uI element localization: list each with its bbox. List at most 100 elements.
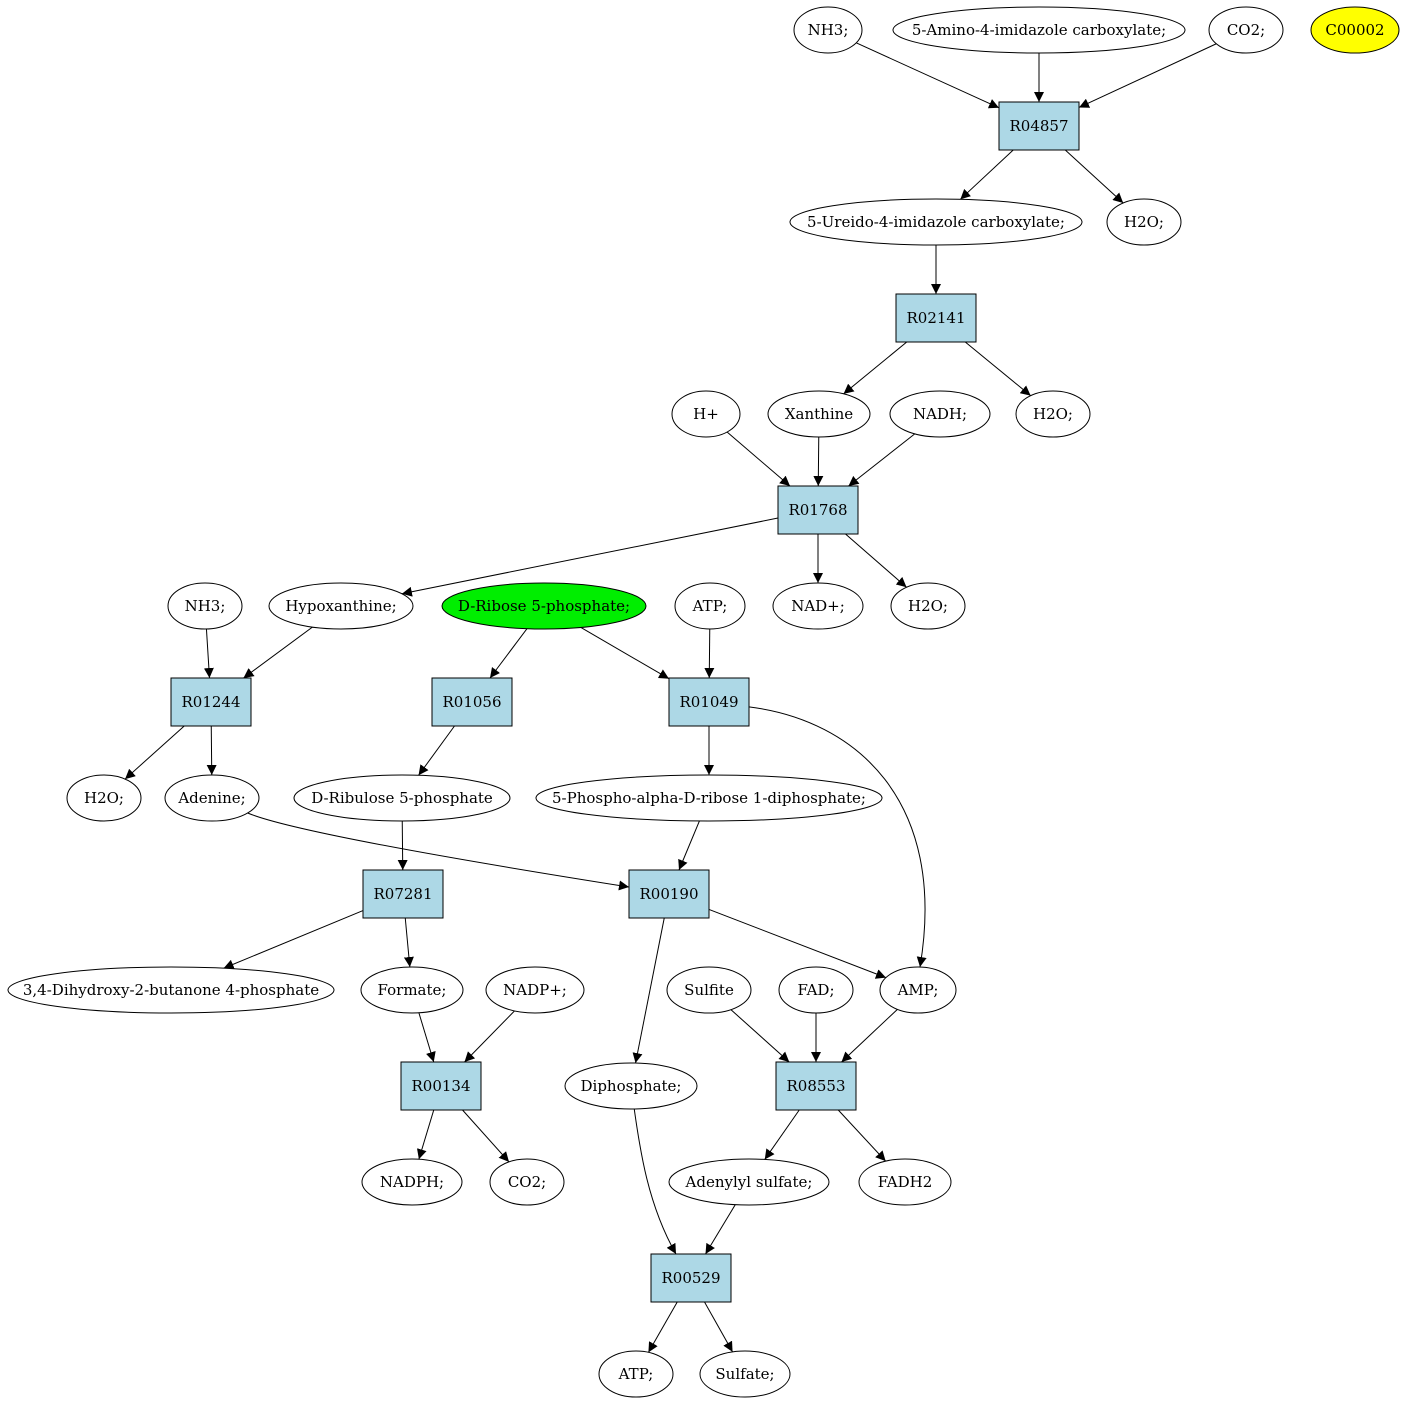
node-label: R01768	[788, 501, 847, 519]
edge-r01244-to-h2o_4	[124, 725, 185, 780]
compound-ellipse	[1310, 6, 1400, 54]
compound-node-hypoxanthine[interactable]: Hypoxanthine;	[268, 582, 414, 630]
compound-ellipse	[489, 1158, 565, 1206]
compound-ellipse	[268, 582, 414, 630]
reaction-node-r00529[interactable]: R00529	[650, 1253, 732, 1303]
compound-node-aic[interactable]: 5-Amino-4-imidazole carboxylate;	[892, 6, 1186, 54]
compound-node-prpp[interactable]: 5-Phospho-alpha-D-ribose 1-diphosphate;	[535, 774, 883, 822]
edge-amp-to-r08553	[841, 1008, 898, 1063]
compound-node-atp_mid[interactable]: ATP;	[674, 582, 746, 630]
compound-ellipse	[441, 582, 647, 630]
node-label: 5-Phospho-alpha-D-ribose 1-diphosphate;	[552, 789, 866, 807]
edge-r00529-to-atp_bot	[647, 1301, 678, 1353]
node-label: D-Ribulose 5-phosphate	[311, 789, 493, 807]
node-label: R00529	[661, 1269, 720, 1287]
node-label: R00134	[411, 1077, 470, 1095]
reaction-box	[170, 677, 252, 727]
compound-node-diphosphate[interactable]: Diphosphate;	[564, 1062, 698, 1110]
compound-node-co2_bot[interactable]: CO2;	[489, 1158, 565, 1206]
compound-node-h2o_1[interactable]: H2O;	[1106, 198, 1182, 246]
compound-node-formate[interactable]: Formate;	[360, 966, 464, 1014]
node-label: ATP;	[618, 1365, 654, 1383]
compound-node-amp[interactable]: AMP;	[879, 966, 957, 1014]
compound-node-dhbp[interactable]: 3,4-Dihydroxy-2-butanone 4-phosphate	[7, 966, 335, 1014]
reaction-node-r01768[interactable]: R01768	[777, 485, 859, 535]
reaction-box	[362, 869, 444, 919]
reaction-node-r07281[interactable]: R07281	[362, 869, 444, 919]
edge-hypoxanthine-to-r01244	[243, 626, 313, 679]
edge-r08553-to-fadh2	[837, 1109, 887, 1162]
node-label: Diphosphate;	[581, 1077, 682, 1095]
reaction-box	[668, 677, 750, 727]
compound-ellipse	[889, 390, 991, 438]
compound-ellipse	[767, 390, 871, 438]
node-label: R01049	[679, 693, 738, 711]
compound-node-nadplus[interactable]: NAD+;	[772, 582, 864, 630]
compound-node-h2o_4[interactable]: H2O;	[66, 774, 142, 822]
node-label: H+	[693, 405, 719, 423]
edge-r01056-to-ru5p	[418, 725, 455, 776]
compound-node-nadh[interactable]: NADH;	[889, 390, 991, 438]
node-label: FADH2	[878, 1173, 933, 1191]
node-label: Xanthine	[785, 405, 853, 423]
compound-node-sulfate[interactable]: Sulfate;	[699, 1350, 791, 1398]
reaction-box	[431, 677, 513, 727]
compound-node-adenine[interactable]: Adenine;	[164, 774, 260, 822]
reaction-node-r08553[interactable]: R08553	[775, 1061, 857, 1111]
reaction-node-r01056[interactable]: R01056	[431, 677, 513, 727]
compound-node-h2o_2[interactable]: H2O;	[1015, 390, 1091, 438]
node-label: C00002	[1325, 21, 1384, 39]
edge-layer	[124, 42, 1217, 1353]
compound-ellipse	[564, 1062, 698, 1110]
edge-nadh-to-r01768	[848, 433, 916, 487]
edge-r01768-to-h2o_3	[845, 533, 907, 588]
compound-node-nh3_mid[interactable]: NH3;	[167, 582, 243, 630]
compound-node-hplus[interactable]: H+	[671, 390, 741, 438]
reaction-box	[998, 101, 1080, 151]
reaction-node-r01049[interactable]: R01049	[668, 677, 750, 727]
compound-node-r5p[interactable]: D-Ribose 5-phosphate;	[441, 582, 647, 630]
compound-node-aps[interactable]: Adenylyl sulfate;	[668, 1158, 830, 1206]
edge-hplus-to-r01768	[726, 431, 791, 487]
compound-node-uic[interactable]: 5-Ureido-4-imidazole carboxylate;	[789, 198, 1083, 246]
edge-r00190-to-diphosphate	[632, 917, 665, 1064]
node-label: R04857	[1009, 117, 1068, 135]
compound-node-fadh2[interactable]: FADH2	[858, 1158, 952, 1206]
node-label: R01056	[442, 693, 501, 711]
compound-ellipse	[793, 6, 863, 54]
compound-node-c00002[interactable]: C00002	[1310, 6, 1400, 54]
reaction-node-r01244[interactable]: R01244	[170, 677, 252, 727]
node-label: NADP+;	[503, 981, 567, 999]
reaction-node-r00190[interactable]: R00190	[628, 869, 710, 919]
compound-node-nh3_top[interactable]: NH3;	[793, 6, 863, 54]
reaction-node-r04857[interactable]: R04857	[998, 101, 1080, 151]
compound-node-nadph[interactable]: NADPH;	[361, 1158, 463, 1206]
compound-node-co2_top[interactable]: CO2;	[1208, 6, 1284, 54]
compound-ellipse	[699, 1350, 791, 1398]
reaction-box	[775, 1061, 857, 1111]
reaction-node-r02141[interactable]: R02141	[895, 293, 977, 343]
compound-node-ru5p[interactable]: D-Ribulose 5-phosphate	[293, 774, 511, 822]
compound-node-h2o_3[interactable]: H2O;	[890, 582, 966, 630]
compound-node-atp_bot[interactable]: ATP;	[598, 1350, 674, 1398]
reaction-box	[400, 1061, 482, 1111]
node-layer: NH3; 5-Amino-4-imidazole carboxylate; CO2;…	[7, 6, 1400, 1398]
edge-adenine-to-r00190	[247, 812, 630, 891]
reaction-box	[628, 869, 710, 919]
edge-r01244-to-adenine	[206, 725, 217, 776]
edge-r02141-to-h2o_2	[964, 341, 1031, 397]
edge-diphosphate-to-r00529	[633, 1108, 677, 1255]
compound-node-nadpplus[interactable]: NADP+;	[485, 966, 585, 1014]
compound-node-xanthine[interactable]: Xanthine	[767, 390, 871, 438]
edge-sulfite-to-r08553	[730, 1009, 790, 1063]
edge-r08553-to-aps	[764, 1109, 800, 1160]
compound-ellipse	[1015, 390, 1091, 438]
node-label: CO2;	[508, 1173, 546, 1191]
node-label: R01244	[181, 693, 240, 711]
node-label: CO2;	[1227, 21, 1265, 39]
compound-node-fad[interactable]: FAD;	[778, 966, 854, 1014]
compound-ellipse	[674, 582, 746, 630]
reaction-node-r00134[interactable]: R00134	[400, 1061, 482, 1111]
node-label: Formate;	[378, 981, 447, 999]
compound-node-sulfite[interactable]: Sulfite	[666, 966, 752, 1014]
